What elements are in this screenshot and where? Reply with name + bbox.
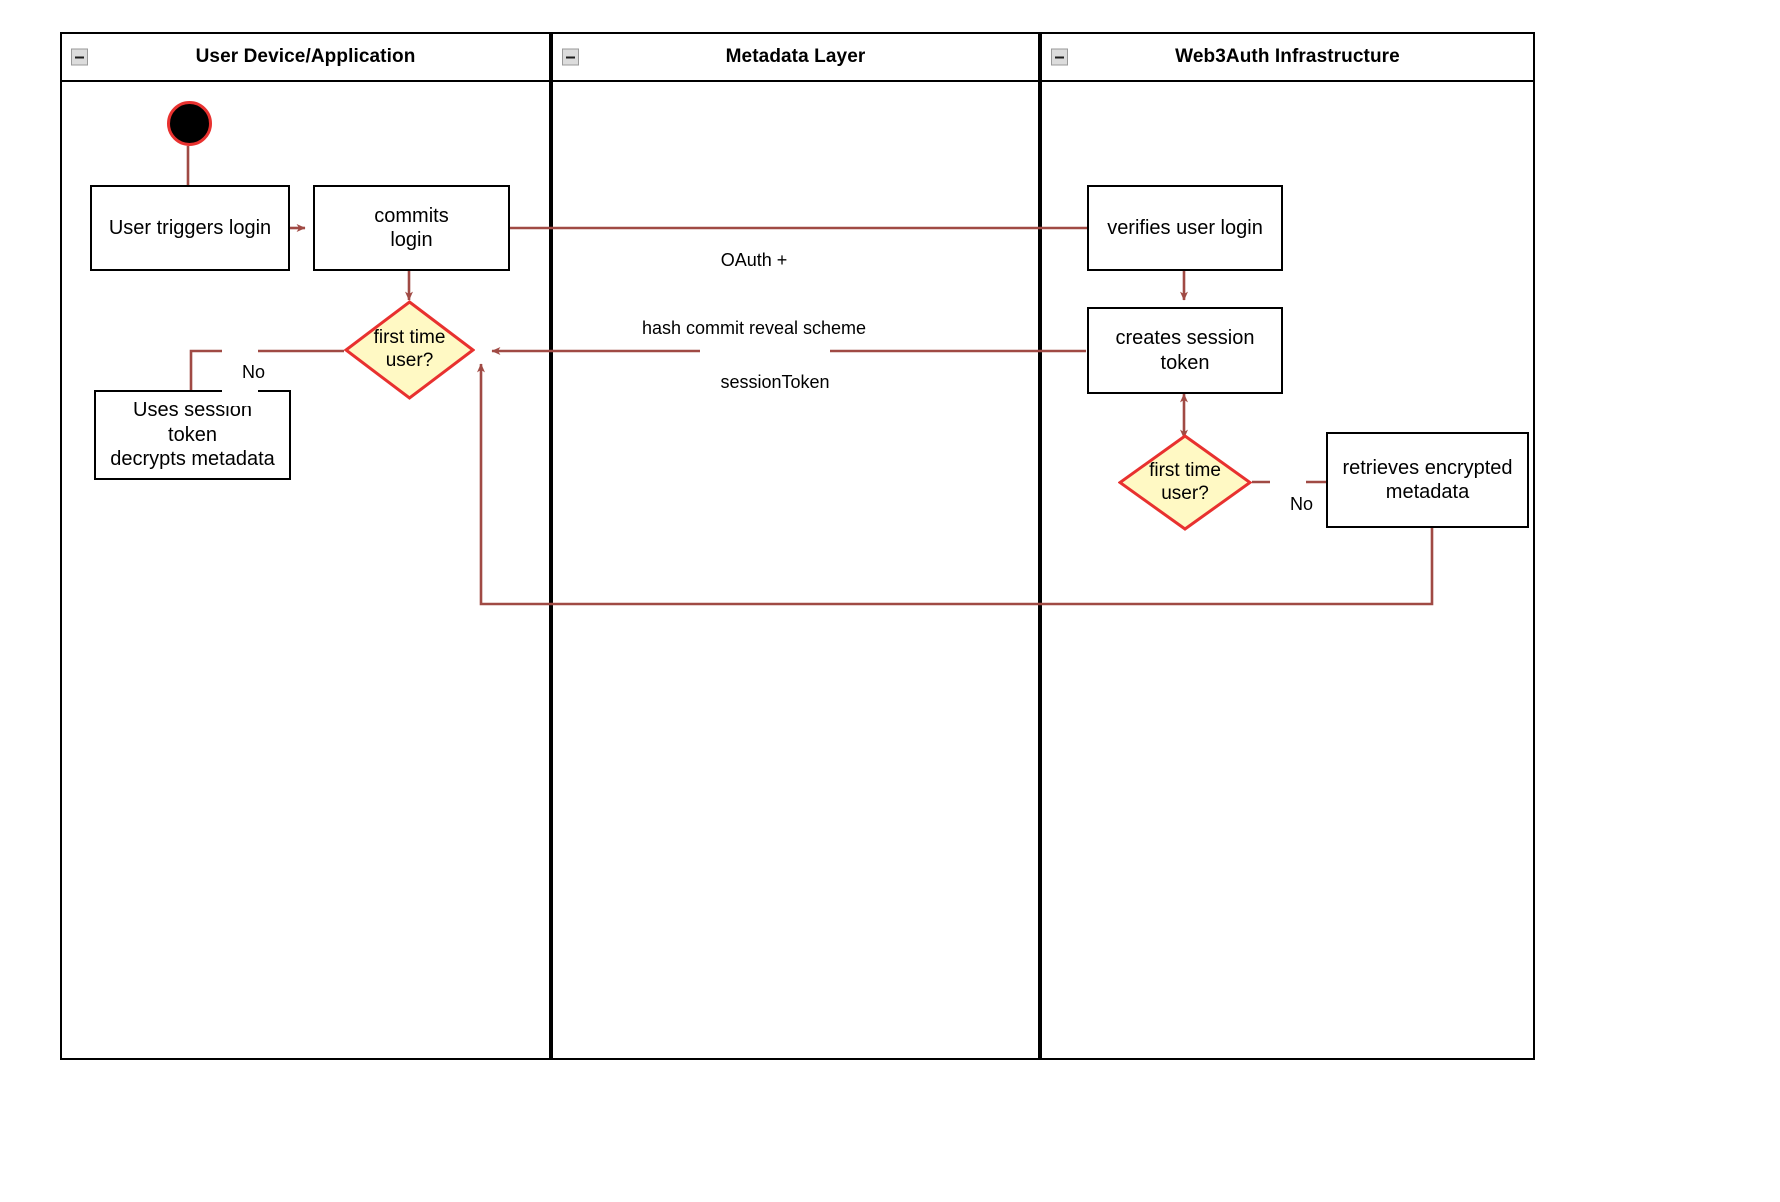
decision-label-line2: user? — [385, 350, 434, 371]
edge-label-oauth-line1: OAuth + — [720, 250, 788, 270]
edge-label-oauth: OAuth + hash commit reveal scheme — [628, 204, 880, 384]
action-label: Uses session token decrypts metadata — [104, 398, 281, 471]
action-creates-session-token[interactable]: creates session token — [1087, 307, 1283, 394]
action-label-line1: commits — [374, 204, 449, 227]
swimlane-title-user-device: User Device/Application — [195, 46, 416, 67]
decision-shape — [1117, 434, 1253, 531]
action-label: commits login — [368, 204, 454, 253]
swimlane-metadata-layer[interactable] — [551, 32, 1040, 1060]
action-verifies-user-login[interactable]: verifies user login — [1087, 185, 1283, 271]
edge-label-no-right: No — [1270, 470, 1313, 538]
action-label: verifies user login — [1107, 216, 1263, 239]
edge-decision-user-no-to-uses-session — [189, 349, 344, 390]
swimlane-header-metadata-layer[interactable]: Metadata Layer — [553, 34, 1038, 82]
edge-label-session-token: sessionToken — [700, 348, 830, 416]
collapse-minus-icon[interactable] — [562, 48, 579, 66]
action-user-triggers-login[interactable]: User triggers login — [90, 185, 290, 271]
action-label: retrieves encrypted metadata — [1336, 456, 1518, 505]
swimlane-header-user-device[interactable]: User Device/Application — [62, 34, 549, 82]
action-retrieves-encrypted-metadata[interactable]: retrieves encrypted metadata — [1326, 432, 1529, 528]
swimlane-title-web3auth: Web3Auth Infrastructure — [1175, 46, 1400, 67]
swimlane-web3auth[interactable] — [1040, 32, 1535, 1060]
decision-first-time-user-right[interactable]: first time user? — [1117, 434, 1253, 531]
action-commits-login[interactable]: commits login — [313, 185, 510, 271]
initial-node[interactable] — [167, 101, 212, 146]
action-label-line3: decrypts metadata — [110, 448, 275, 471]
edge-label-oauth-line2: hash commit reveal scheme — [641, 317, 867, 338]
action-label: creates session token — [1110, 326, 1261, 375]
action-label-line2: login — [390, 229, 433, 251]
edge-retrieves-to-decision-user — [477, 363, 1434, 606]
action-label-line2: metadata — [1385, 481, 1470, 503]
edge-label-no-left: No — [222, 338, 265, 406]
decision-label: first time user? — [344, 300, 475, 400]
action-label-line2: token — [1160, 351, 1210, 374]
collapse-minus-icon[interactable] — [71, 48, 88, 66]
action-label-line1: creates session — [1115, 327, 1255, 350]
collapse-minus-icon[interactable] — [1051, 48, 1068, 66]
decision-shape — [343, 300, 476, 400]
decision-label-line1: first time — [373, 327, 446, 349]
action-label-line2: token — [168, 423, 217, 446]
decision-first-time-user-left[interactable]: first time user? — [343, 300, 476, 400]
decision-label-line1: first time — [1149, 459, 1221, 481]
action-uses-session-token[interactable]: Uses session token decrypts metadata — [94, 390, 291, 480]
action-label-line1: retrieves encrypted — [1342, 456, 1513, 479]
swimlane-header-web3auth[interactable]: Web3Auth Infrastructure — [1042, 34, 1533, 82]
decision-label-line2: user? — [1161, 482, 1209, 504]
swimlane-title-metadata-layer: Metadata Layer — [725, 46, 866, 67]
action-label: User triggers login — [108, 216, 272, 239]
swimlane-user-device[interactable] — [60, 32, 551, 1060]
decision-label: first time user? — [1118, 434, 1252, 531]
